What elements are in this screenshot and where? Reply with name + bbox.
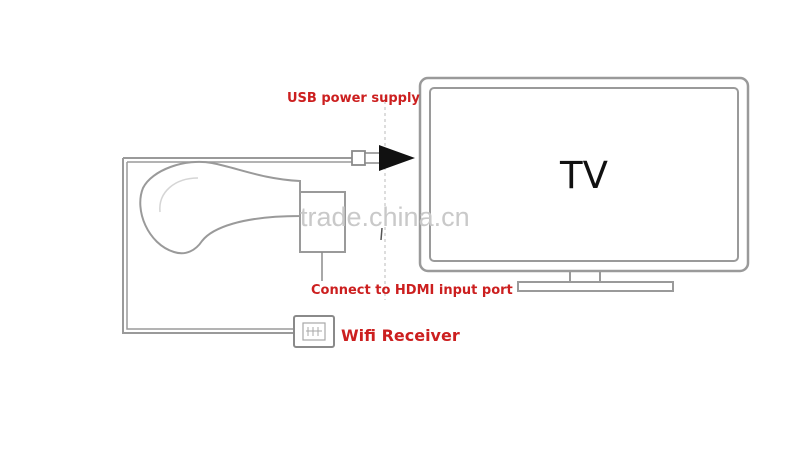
watermark: trade.china.cn <box>300 202 470 232</box>
direction-mark <box>380 227 383 241</box>
tv-stand-neck <box>569 270 601 283</box>
usb-plug <box>351 150 381 166</box>
wifi-receiver-label: Wifi Receiver <box>341 326 460 345</box>
usb-power-label: USB power supply <box>287 91 420 106</box>
hdmi-label: Connect to HDMI input port <box>311 283 513 298</box>
tv-screen <box>429 87 739 262</box>
tv-set: TV <box>418 76 750 292</box>
power-cable <box>122 157 352 334</box>
wifi-receiver <box>293 315 335 348</box>
tv-stand-base <box>517 281 674 292</box>
usb-direction-arrow <box>379 145 415 171</box>
hdmi-dongle <box>139 160 346 281</box>
tv-label: TV <box>559 154 608 197</box>
